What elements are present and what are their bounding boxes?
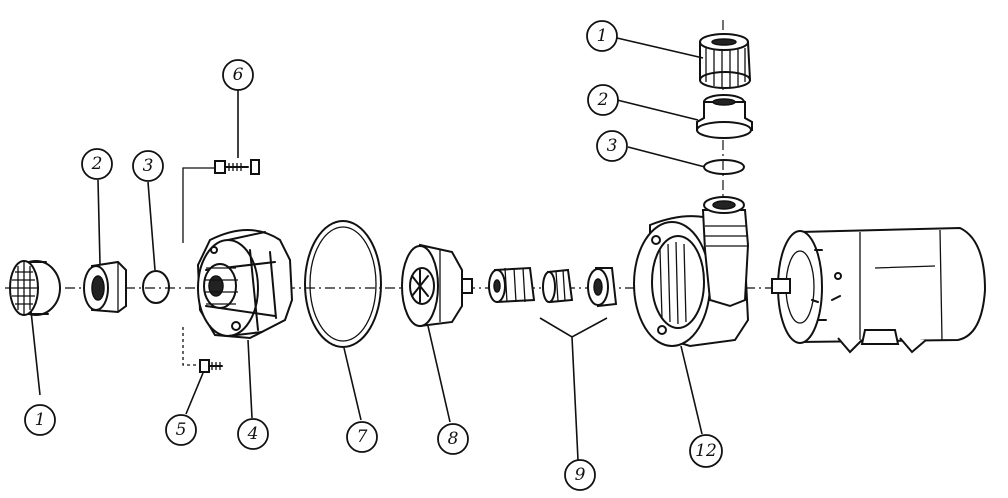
callout-3-left: 3	[132, 150, 164, 182]
screw-leader-top	[182, 167, 215, 243]
callout-5: 5	[165, 414, 197, 446]
o-ring-top	[703, 159, 745, 175]
tail-piece-left	[83, 260, 127, 314]
leader-5	[185, 372, 204, 415]
leader-7	[343, 347, 362, 421]
svg-text:1: 1	[597, 26, 608, 46]
pump-housing	[633, 196, 750, 348]
callout-7: 7	[346, 421, 378, 453]
impeller	[401, 243, 473, 328]
svg-text:9: 9	[575, 465, 586, 485]
seal-group-bracket	[539, 317, 608, 461]
tail-piece-top	[696, 94, 753, 139]
callout-6: 6	[222, 59, 254, 91]
leader-8	[427, 325, 451, 423]
callout-9: 9	[564, 459, 596, 491]
screw-leader-bottom	[182, 327, 200, 366]
callout-3-top: 3	[596, 130, 628, 162]
svg-text:4: 4	[247, 424, 259, 444]
callout-2-top: 2	[587, 84, 619, 116]
svg-text:8: 8	[448, 429, 459, 449]
union-nut-left	[9, 260, 61, 316]
svg-text:5: 5	[176, 420, 187, 440]
leader-12	[680, 345, 703, 435]
leader-3-left	[147, 181, 156, 271]
svg-text:2: 2	[597, 90, 609, 110]
callout-4: 4	[237, 418, 269, 450]
screw-and-nut	[214, 159, 260, 175]
callout-12: 12	[689, 434, 723, 468]
leader-1-left	[30, 310, 41, 396]
seal-ring-mid	[542, 268, 574, 304]
leader-3-top	[627, 146, 706, 168]
gasket-ring	[304, 220, 382, 348]
svg-text:2: 2	[91, 154, 103, 174]
seal-seat	[587, 267, 618, 308]
small-screw	[199, 359, 223, 373]
leader-2-left	[97, 179, 101, 265]
seal-spring	[488, 266, 536, 304]
leader-2-top	[616, 99, 699, 121]
callout-1-top: 1	[586, 20, 618, 52]
leader-1-top	[616, 37, 704, 59]
svg-text:1: 1	[35, 410, 46, 430]
electric-motor	[771, 226, 987, 354]
suction-cover	[196, 229, 294, 340]
svg-text:3: 3	[143, 156, 154, 176]
o-ring-left	[142, 270, 170, 304]
callout-2-left: 2	[81, 148, 113, 180]
union-nut-top	[699, 33, 752, 89]
svg-text:12: 12	[695, 441, 717, 461]
svg-text:3: 3	[607, 136, 618, 156]
callout-1-left: 1	[24, 404, 56, 436]
svg-text:6: 6	[233, 65, 244, 85]
leader-4	[247, 339, 253, 419]
svg-text:7: 7	[357, 427, 368, 447]
callout-8: 8	[437, 423, 469, 455]
